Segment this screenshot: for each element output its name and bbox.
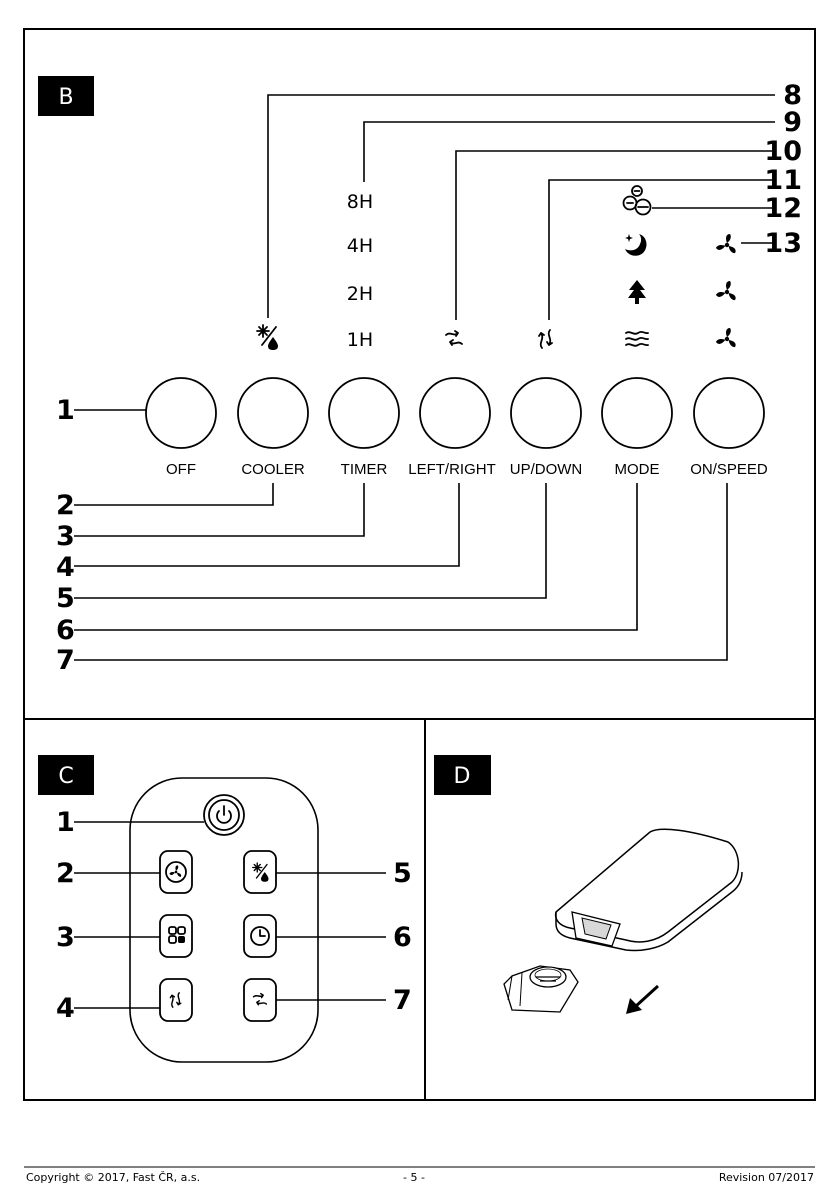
remote-callout-5: 5 — [393, 858, 412, 889]
mode-label: MODE — [615, 461, 660, 478]
timer-1h: 1H — [347, 329, 373, 351]
footer-page-number: - 5 - — [403, 1171, 425, 1184]
timer-8h: 8H — [347, 191, 373, 213]
callout-13: 13 — [764, 228, 802, 259]
footer-copyright: Copyright © 2017, Fast ČR, a.s. — [26, 1171, 200, 1184]
timer-button[interactable] — [329, 378, 399, 448]
remote-up-down-button[interactable] — [160, 979, 192, 1021]
callout-10: 10 — [764, 136, 802, 167]
section-d-label: D — [454, 764, 471, 789]
on-speed-label: ON/SPEED — [690, 461, 768, 478]
timer-4h: 4H — [347, 235, 373, 257]
remote-back-icon — [556, 829, 742, 950]
callout-2: 2 — [56, 490, 75, 521]
left-right-label: LEFT/RIGHT — [408, 461, 496, 478]
low-speed-fan-icon — [716, 328, 737, 348]
control-panel-buttons — [146, 378, 764, 448]
callout-12: 12 — [764, 193, 802, 224]
callout-11: 11 — [764, 165, 802, 196]
on-speed-button[interactable] — [694, 378, 764, 448]
remote-callout-1: 1 — [56, 807, 75, 838]
section-c-label: C — [58, 764, 73, 789]
callout-4: 4 — [56, 552, 75, 583]
horizontal-swing-icon — [446, 331, 462, 345]
callout-9: 9 — [783, 107, 802, 138]
high-speed-fan-icon — [716, 234, 737, 254]
remote-timer-button[interactable] — [244, 915, 276, 957]
sleep-mode-icon — [625, 234, 646, 256]
callout-5: 5 — [56, 583, 75, 614]
cooler-button[interactable] — [238, 378, 308, 448]
mode-button[interactable] — [602, 378, 672, 448]
up-down-label: UP/DOWN — [510, 461, 583, 478]
off-button[interactable] — [146, 378, 216, 448]
timer-2h: 2H — [347, 283, 373, 305]
callout-3: 3 — [56, 521, 75, 552]
normal-mode-icon — [626, 332, 648, 346]
remote-left-right-button[interactable] — [244, 979, 276, 1021]
up-down-button[interactable] — [511, 378, 581, 448]
remote-fan-button[interactable] — [160, 851, 192, 893]
button-labels: OFF COOLER TIMER LEFT/RIGHT UP/DOWN MODE… — [166, 461, 768, 478]
remote-callout-7: 7 — [393, 985, 412, 1016]
medium-speed-fan-icon — [716, 281, 737, 301]
remote-callout-4: 4 — [56, 993, 75, 1024]
footer-revision: Revision 07/2017 — [719, 1171, 814, 1184]
remote-power-button[interactable] — [204, 795, 244, 835]
left-right-button[interactable] — [420, 378, 490, 448]
arrow-icon — [626, 986, 658, 1014]
remote-callouts — [74, 822, 386, 1008]
timer-label: TIMER — [341, 461, 388, 478]
ionizer-icon — [624, 186, 651, 215]
remote-mode-button[interactable] — [160, 915, 192, 957]
remote-callout-6: 6 — [393, 922, 412, 953]
indicator-callouts — [268, 95, 775, 320]
snowflake-drop-icon — [257, 325, 278, 350]
battery-holder-icon — [504, 966, 578, 1012]
natural-mode-icon — [628, 280, 646, 304]
callout-1: 1 — [56, 395, 75, 426]
remote-callout-3: 3 — [56, 922, 75, 953]
remote-callout-2: 2 — [56, 858, 75, 889]
callout-7: 7 — [56, 645, 75, 676]
callout-6: 6 — [56, 615, 75, 646]
vertical-swing-icon — [539, 330, 552, 348]
section-b-label: B — [58, 85, 73, 110]
cooler-label: COOLER — [241, 461, 305, 478]
remote-cooler-button[interactable] — [244, 851, 276, 893]
timer-options: 8H 4H 2H 1H — [347, 191, 373, 351]
off-label: OFF — [166, 461, 196, 478]
